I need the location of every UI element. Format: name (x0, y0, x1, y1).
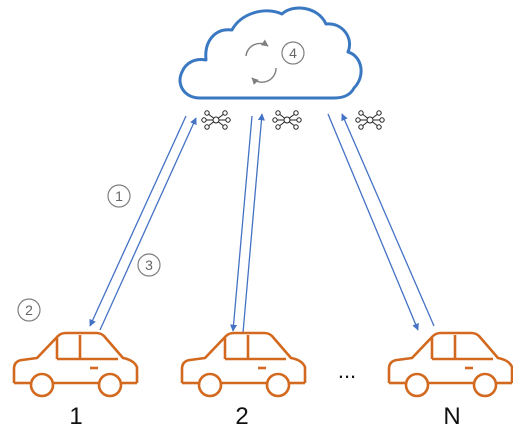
step-2-badge: 2 (17, 298, 41, 322)
step-1-badge: 1 (107, 184, 131, 208)
upload-arrow-car-n (341, 113, 435, 327)
car-label-1: 1 (69, 403, 82, 430)
svg-text:3: 3 (145, 257, 153, 273)
download-arrow-car-n (327, 113, 419, 331)
step-3-badge: 3 (137, 253, 161, 277)
network-icon (201, 110, 231, 130)
ellipsis: ... (338, 358, 356, 383)
cloud-icon (178, 6, 363, 100)
svg-text:2: 2 (25, 302, 33, 318)
network-icon (355, 110, 385, 130)
sync-icon (245, 39, 277, 85)
svg-text:1: 1 (115, 188, 123, 204)
car-label-n: N (443, 403, 460, 430)
download-arrow-car-2 (230, 115, 253, 332)
step-4-badge: 4 (281, 41, 305, 65)
upload-arrow-car-1 (99, 117, 197, 331)
car-label-2: 2 (235, 403, 248, 430)
arrows-car-n (327, 113, 435, 331)
car-icon (180, 331, 307, 398)
download-arrow-car-1 (89, 115, 187, 327)
network-icon (272, 110, 302, 130)
car-icon (387, 331, 513, 398)
car-icon (12, 331, 139, 398)
upload-arrow-car-2 (242, 113, 265, 334)
arrows-car-2 (230, 113, 265, 334)
arrows-car-1 (89, 115, 197, 331)
svg-text:4: 4 (289, 45, 297, 61)
